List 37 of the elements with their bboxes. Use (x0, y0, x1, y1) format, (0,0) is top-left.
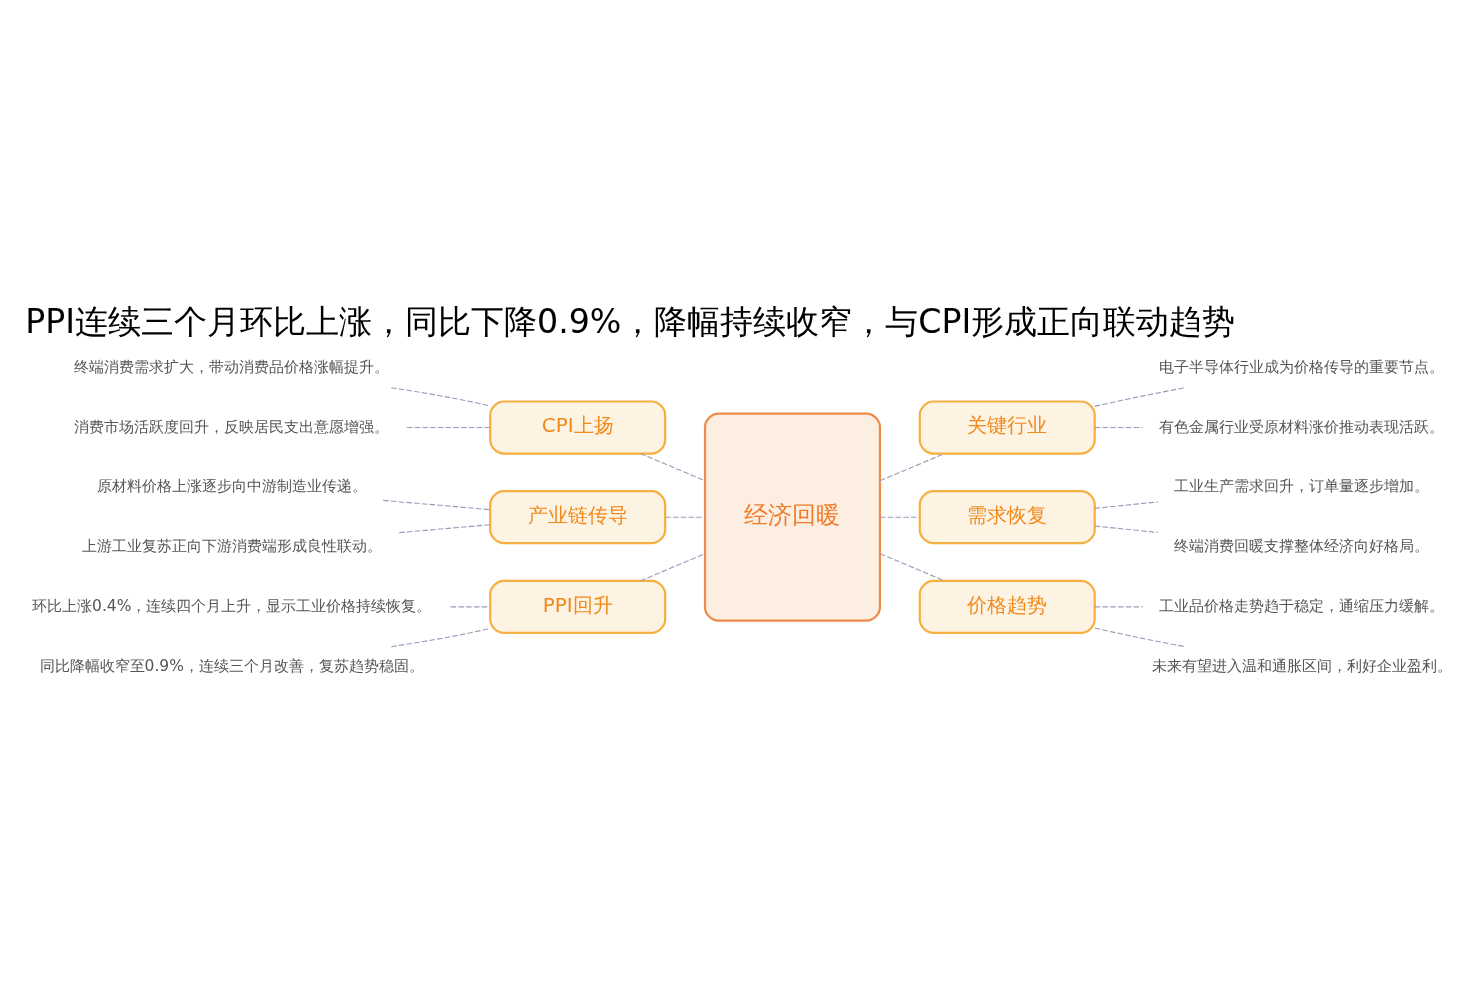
node-text: 原材料价格上涨逐步向中游制造业传递。 (96, 476, 367, 495)
connector (1094, 626, 1186, 647)
node-text: 电子半导体行业成为价格传导的重要节点。 (1159, 357, 1445, 376)
connector (879, 516, 921, 518)
node-text: 工业品价格走势趋于稳定，通缩压力缓解。 (1159, 596, 1445, 615)
connector (390, 627, 491, 647)
node-box: 关键行业 (918, 399, 1096, 455)
connector (390, 386, 491, 406)
connector (382, 499, 491, 510)
connector (640, 552, 706, 581)
node-box: 产业链传导 (489, 489, 667, 544)
node-text: 消费市场活跃度回升，反映居民支出意愿增强。 (74, 417, 390, 436)
node-box: 需求恢复 (918, 489, 1096, 544)
node-box: 价格趋势 (918, 579, 1096, 634)
connector (1094, 500, 1159, 509)
node-text: 环比上涨0.4%，连续四个月上升，显示工业价格持续恢复。 (32, 596, 432, 615)
node-text: 上游工业复苏正向下游消费端形成良性联动。 (81, 536, 382, 555)
connector (406, 426, 491, 428)
diagram-title: PPI连续三个月环比上涨，同比下降0.9%，降幅持续收窄，与CPI形成正向联动趋势 (25, 301, 1236, 341)
node-box: CPI上扬 (489, 399, 667, 455)
connector (664, 516, 706, 518)
node-box: PPI回升 (489, 579, 667, 634)
connector (1094, 426, 1144, 428)
connector (398, 523, 491, 533)
node-text: 未来有望进入温和通胀区间，利好企业盈利。 (1151, 656, 1452, 675)
node-text: 终端消费需求扩大，带动消费品价格涨幅提升。 (74, 357, 390, 376)
connector (879, 452, 945, 481)
connector (1094, 386, 1186, 407)
node-text: 终端消费回暖支撑整体经济向好格局。 (1174, 536, 1430, 555)
node-text: 工业生产需求回升，订单量逐步增加。 (1174, 476, 1430, 495)
connector (1094, 605, 1144, 607)
connector (450, 605, 491, 607)
connector (640, 452, 706, 481)
node-text: 有色金属行业受原材料涨价推动表现活跃。 (1159, 417, 1445, 436)
connector (879, 552, 945, 581)
node-box: 经济回暖 (703, 412, 882, 622)
node-text: 同比降幅收窄至0.9%，连续三个月改善，复苏趋势稳固。 (39, 656, 424, 675)
